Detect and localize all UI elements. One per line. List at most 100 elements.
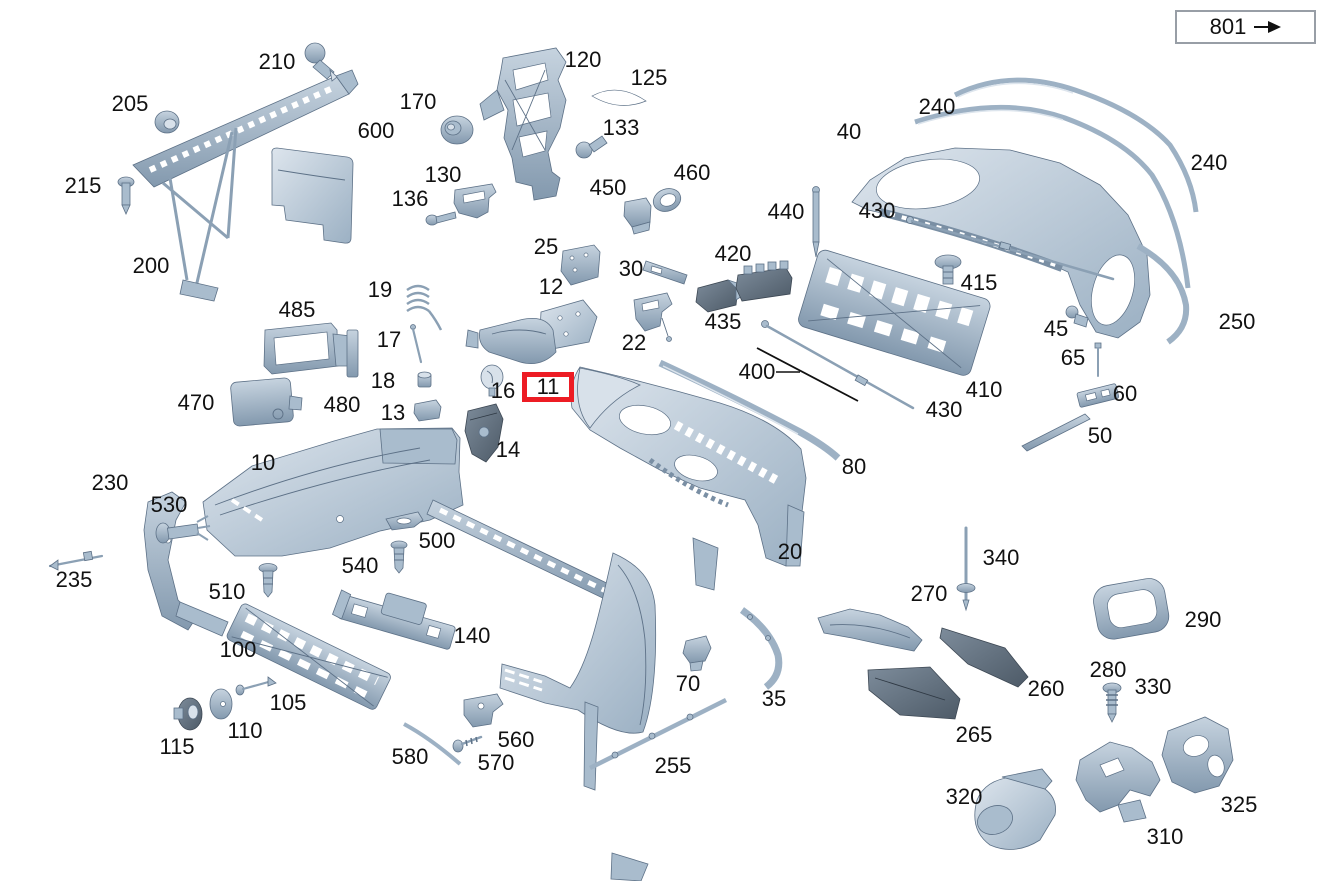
part-260-shape [939,627,1029,688]
part-label-560[interactable]: 560 [497,727,535,752]
part-label-13[interactable]: 13 [380,400,406,425]
part-320-shape [974,768,1056,850]
part-label-45[interactable]: 45 [1043,316,1069,341]
part-label-60[interactable]: 60 [1112,381,1138,406]
part-label-530[interactable]: 530 [150,492,188,517]
part-label-100[interactable]: 100 [219,637,257,662]
part-label-17[interactable]: 17 [376,327,402,352]
part-label-580[interactable]: 580 [391,744,429,769]
part-205-shape [154,110,180,134]
part-14-shape [464,403,504,463]
part-510-shape [258,563,278,598]
part-label-50[interactable]: 50 [1087,423,1113,448]
part-570-shape [452,735,483,753]
part-label-280[interactable]: 280 [1089,657,1127,682]
part-label-215[interactable]: 215 [64,173,102,198]
part-label-20[interactable]: 20 [777,539,803,564]
part-label-115[interactable]: 115 [159,734,195,759]
part-255-shape [588,697,728,771]
part-label-470[interactable]: 470 [177,390,215,415]
part-label-340[interactable]: 340 [982,545,1020,570]
part-label-14[interactable]: 14 [495,437,521,462]
part-label-70[interactable]: 70 [675,671,701,696]
part-label-105[interactable]: 105 [269,690,307,715]
part-label-440[interactable]: 440 [767,199,805,224]
part-25-shape [560,244,601,286]
part-140-shape [332,589,456,650]
part-22-shape [633,292,673,342]
part-530-shape [155,515,211,544]
part-130-shape [453,183,497,219]
part-label-25[interactable]: 25 [533,234,559,259]
part-label-205[interactable]: 205 [111,91,149,116]
part-label-30[interactable]: 30 [618,256,644,281]
part-label-120[interactable]: 120 [564,47,602,72]
part-label-570[interactable]: 570 [477,750,515,775]
part-label-330[interactable]: 330 [1134,674,1172,699]
part-label-540[interactable]: 540 [341,553,379,578]
part-label-460[interactable]: 460 [673,160,711,185]
part-label-125[interactable]: 125 [630,65,668,90]
part-label-19[interactable]: 19 [367,277,393,302]
part-label-500[interactable]: 500 [418,528,456,553]
part-label-435[interactable]: 435 [704,309,742,334]
part-label-310[interactable]: 310 [1146,824,1184,849]
part-label-16[interactable]: 16 [490,378,516,403]
part-label-130[interactable]: 130 [424,162,462,187]
part-240-upper-strip-shape [953,77,1199,213]
part-136-shape [425,211,457,226]
part-label-270[interactable]: 270 [910,581,948,606]
part-label-170[interactable]: 170 [399,89,437,114]
part-label-240[interactable]: 240 [918,94,956,119]
part-label-320[interactable]: 320 [945,784,983,809]
part-label-290[interactable]: 290 [1184,607,1222,632]
part-label-420[interactable]: 420 [714,241,752,266]
part-65-shape [1094,342,1102,377]
part-label-110[interactable]: 110 [227,718,263,743]
part-210-shape [304,42,338,82]
part-label-415[interactable]: 415 [960,270,998,295]
part-290-shape [1093,578,1170,640]
part-label-480[interactable]: 480 [323,392,361,417]
part-19-spring-shape [406,284,443,331]
part-label-230[interactable]: 230 [91,470,129,495]
part-label-136[interactable]: 136 [391,186,429,211]
part-16-shape [480,364,504,397]
part-11-bracket-shape [465,317,557,365]
part-label-430[interactable]: 430 [858,198,896,223]
part-235-shape [48,550,104,571]
part-label-65[interactable]: 65 [1060,345,1086,370]
part-label-40[interactable]: 40 [836,119,862,144]
part-label-200[interactable]: 200 [132,253,170,278]
part-133-shape [575,135,608,159]
part-265-shape [867,666,961,720]
part-label-12[interactable]: 12 [538,274,564,299]
part-label-265[interactable]: 265 [955,722,993,747]
part-label-450[interactable]: 450 [589,175,627,200]
selected-part-highlight[interactable]: 11 [522,372,574,402]
part-label-80[interactable]: 80 [841,454,867,479]
part-60-shape [1076,383,1120,408]
part-label-210[interactable]: 210 [258,49,296,74]
next-page-button[interactable]: 801 [1175,10,1316,44]
part-label-250[interactable]: 250 [1218,309,1256,334]
part-label-18[interactable]: 18 [370,368,396,393]
part-label-325[interactable]: 325 [1220,792,1258,817]
part-label-510[interactable]: 510 [208,579,246,604]
part-label-410[interactable]: 410 [965,377,1003,402]
part-label-10[interactable]: 10 [250,450,276,475]
part-label-400[interactable]: 400 [738,359,776,384]
part-label-140[interactable]: 140 [453,623,491,648]
part-label-133[interactable]: 133 [602,115,640,140]
part-label-235[interactable]: 235 [55,567,93,592]
part-label-430[interactable]: 430 [925,397,963,422]
part-label-485[interactable]: 485 [278,297,316,322]
part-label-22[interactable]: 22 [621,330,647,355]
part-label-240[interactable]: 240 [1190,150,1228,175]
part-label-35[interactable]: 35 [761,686,787,711]
part-label-255[interactable]: 255 [654,753,692,778]
part-label-260[interactable]: 260 [1027,676,1065,701]
part-label-600[interactable]: 600 [357,118,395,143]
next-page-label: 801 [1209,14,1247,39]
